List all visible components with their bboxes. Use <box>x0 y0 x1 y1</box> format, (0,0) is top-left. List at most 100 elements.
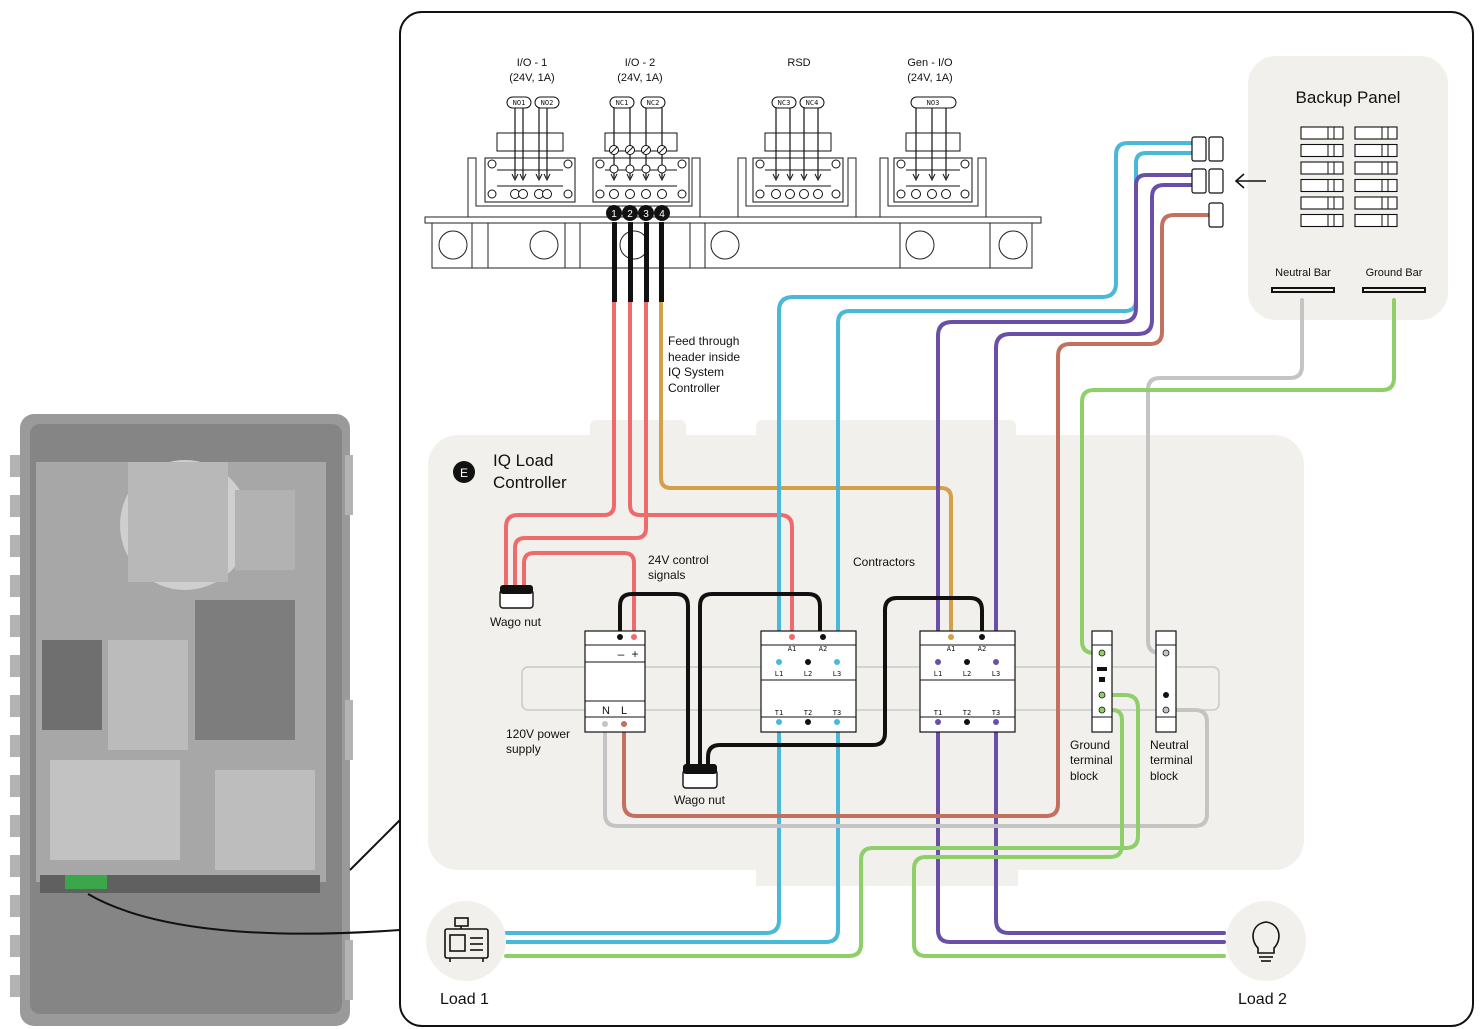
contactor-terminal-label: A2 <box>819 645 827 653</box>
io-connector <box>752 108 844 203</box>
wago-nut-label: Wago nut <box>490 615 542 629</box>
pin-tags: NO1 NO2 NC1 NC2 NC3 NC4 NO3 <box>506 96 957 109</box>
psu-n-label: N <box>602 705 610 717</box>
breaker <box>1300 161 1344 175</box>
wago-nut-bottom <box>682 764 718 789</box>
contactor-terminal-label: T3 <box>992 709 1000 717</box>
wire-red <box>628 296 794 638</box>
header-pin-number: 3 <box>643 209 649 220</box>
power-supply: – + N L <box>584 630 646 733</box>
pin-tag-label: NC4 <box>806 99 819 107</box>
contactor-terminal-label: L3 <box>833 670 841 678</box>
load2 <box>1226 901 1306 981</box>
io-connector <box>893 108 973 203</box>
breaker <box>1300 196 1344 210</box>
header-pin-number: 1 <box>611 209 617 220</box>
lightbulb-icon <box>1252 921 1280 962</box>
power-supply-label: supply <box>506 742 541 756</box>
badge-letter: E <box>460 466 468 480</box>
port-title: Gen - I/O <box>907 57 953 69</box>
io-connector <box>592 108 690 203</box>
ground-bar <box>1362 287 1426 293</box>
wire-red <box>504 296 616 590</box>
breaker <box>1300 213 1344 228</box>
wire-purple <box>936 173 1200 664</box>
wire-red <box>513 296 648 590</box>
header-pin-number: 2 <box>627 209 633 220</box>
wire-purple <box>994 183 1200 664</box>
port-title-io2: I/O - 2 (24V, 1A) <box>617 57 662 84</box>
breaker <box>1300 126 1344 140</box>
feed-breakers <box>1191 136 1224 228</box>
load-controller-title-line1: IQ Load <box>493 451 554 470</box>
port-rating: (24V, 1A) <box>617 72 662 84</box>
port-rating: (24V, 1A) <box>509 72 554 84</box>
note-line: header inside <box>668 350 740 364</box>
psu-l-label: L <box>621 705 627 717</box>
contactor-terminal-label: T3 <box>833 709 841 717</box>
ground-block-label: block <box>1070 769 1099 783</box>
ground-bar-label: Ground Bar <box>1366 267 1423 279</box>
contactor-terminal-label: T1 <box>934 709 942 717</box>
contactor-terminal-label: L1 <box>775 670 783 678</box>
wire-brown <box>622 213 1214 818</box>
neutral-block-label: Neutral <box>1150 738 1189 752</box>
note-line: Controller <box>668 381 720 395</box>
psu-minus-label: – <box>618 647 625 661</box>
contactor-terminal-label: L1 <box>934 670 942 678</box>
wago-nut-label: Wago nut <box>674 793 726 807</box>
contactor-terminal-label: A1 <box>947 645 955 653</box>
load-controller-area <box>428 420 1304 886</box>
wire-purple <box>994 714 1226 935</box>
wire-blue <box>777 141 1200 664</box>
breaker <box>1300 178 1344 193</box>
neutral-terminal-block <box>1155 630 1177 733</box>
contactor-terminal-label: L3 <box>992 670 1000 678</box>
pin-tag-label: NC1 <box>616 99 629 107</box>
wago-nut-top <box>499 585 534 609</box>
breaker <box>1354 213 1398 228</box>
contactor-terminal-label: T2 <box>804 709 812 717</box>
breaker <box>1354 161 1398 175</box>
pin-tag-label: NC2 <box>647 99 660 107</box>
load-controller-badge: E <box>453 461 475 483</box>
contactor-terminal-label: L2 <box>963 670 971 678</box>
header-pin-badges: 1 2 3 4 <box>606 205 670 221</box>
contactor-terminal-label: L2 <box>804 670 812 678</box>
ground-block-label: terminal <box>1070 753 1113 767</box>
wire-black <box>618 592 690 772</box>
io-connectors <box>484 108 973 203</box>
port-title-gen: Gen - I/O (24V, 1A) <box>907 57 953 84</box>
feed-through-note: Feed through header inside IQ System Con… <box>668 334 740 395</box>
contactor-terminal-label: A2 <box>978 645 986 653</box>
neutral-bar <box>1271 287 1335 293</box>
pin-tag-label: NO3 <box>927 99 940 107</box>
pin-tag-label: NC3 <box>778 99 791 107</box>
contactor-terminal-label: T2 <box>963 709 971 717</box>
neutral-block-label: terminal <box>1150 753 1193 767</box>
backup-panel-area <box>1248 56 1448 320</box>
enclosure-photo <box>10 414 353 1026</box>
wire-blue <box>504 714 840 944</box>
contactor-terminal-label: T1 <box>775 709 783 717</box>
port-title: I/O - 2 <box>625 57 656 69</box>
breaker <box>1300 143 1344 158</box>
port-title-rsd: RSD <box>787 57 810 69</box>
wire-blue <box>504 714 781 935</box>
wire-orange <box>659 296 953 638</box>
port-title: I/O - 1 <box>517 57 548 69</box>
port-title: RSD <box>787 57 810 69</box>
io-connector <box>484 108 576 203</box>
load-controller-title-line2: Controller <box>493 473 567 492</box>
neutral-bar-label: Neutral Bar <box>1275 267 1331 279</box>
contactor-terminal-label: A1 <box>788 645 796 653</box>
header-wire-ends <box>612 222 664 302</box>
generator-icon <box>444 917 489 962</box>
ground-terminal-block <box>1091 630 1113 733</box>
din-rail <box>521 666 1220 711</box>
pin-tag-label: NO2 <box>541 99 554 107</box>
